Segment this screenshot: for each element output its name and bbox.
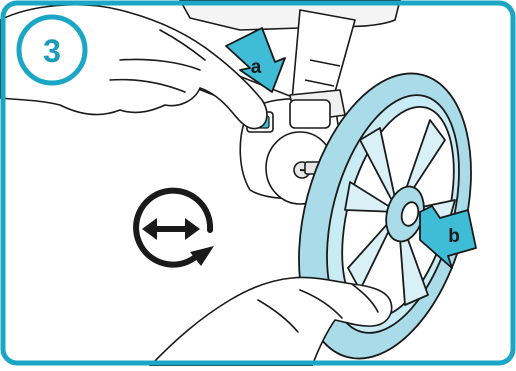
callout-label-a: a [251,57,262,78]
callout-label-b: b [448,226,460,247]
step-number: 3 [43,33,61,69]
step-badge: 3 [19,17,85,83]
